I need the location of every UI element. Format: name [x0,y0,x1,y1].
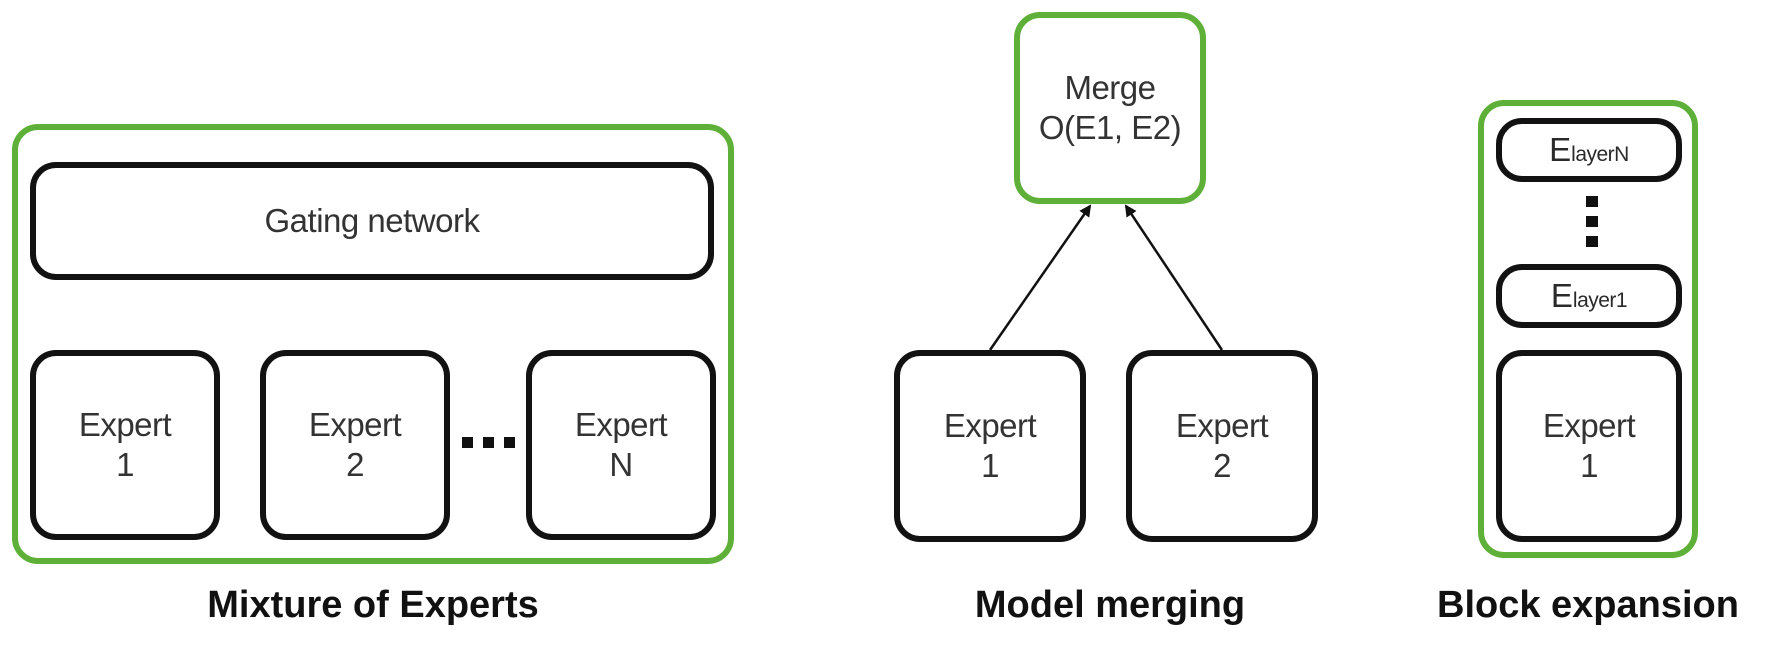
block-expert-1-line1: Expert [1542,407,1636,444]
layer-n-sub: layerN [1571,143,1629,166]
layer-1-box: Elayer1 [1496,264,1682,328]
merge-expert-1-line1: Expert [943,407,1037,444]
vertical-ellipsis-dots [1586,196,1598,247]
moe-expert-n-box: Expert N [526,350,716,540]
block-caption: Block expansion [1437,584,1739,626]
merge-operation-label: O(E1, E2) [1038,109,1182,146]
moe-expert-1-line2: 1 [116,446,134,483]
moe-expert-2-line2: 2 [346,446,364,483]
layer-1-sub: layer1 [1572,289,1628,312]
merge-expert-1-box: Expert 1 [894,350,1086,542]
layer-1-main: E [1550,277,1573,314]
merge-caption: Model merging [974,584,1246,626]
dot [1586,236,1598,247]
dot [483,437,494,448]
gating-network-label: Gating network [264,202,480,239]
layer-n-label: ElayerN [1549,131,1629,169]
arrow-expert2-to-merge [1124,204,1224,351]
layer-n-box: ElayerN [1496,118,1682,182]
merge-expert-1-line2: 1 [981,447,999,484]
merge-expert-2-box: Expert 2 [1126,350,1318,542]
moe-expert-1-box: Expert 1 [30,350,220,540]
layer-1-label: Elayer1 [1550,277,1628,315]
moe-caption: Mixture of Experts [207,584,539,626]
layer-n-main: E [1549,131,1572,168]
moe-expert-1-line1: Expert [78,406,172,443]
merge-expert-2-line1: Expert [1175,407,1269,444]
block-expert-1-line2: 1 [1580,447,1598,484]
block-expert-1-box: Expert 1 [1496,350,1682,542]
dot [1586,216,1598,227]
gating-network-box: Gating network [30,162,714,280]
dot [462,437,473,448]
moe-expert-n-line2: N [609,446,633,483]
merge-box: Merge O(E1, E2) [1014,12,1206,204]
moe-expert-n-line1: Expert [574,406,668,443]
merge-label: Merge [1064,69,1156,106]
merge-expert-2-line2: 2 [1213,447,1231,484]
dot [504,437,515,448]
ellipsis-dots [462,437,515,448]
moe-expert-2-line1: Expert [308,406,402,443]
arrow-expert1-to-merge [988,204,1092,351]
dot [1586,196,1598,207]
moe-expert-2-box: Expert 2 [260,350,450,540]
